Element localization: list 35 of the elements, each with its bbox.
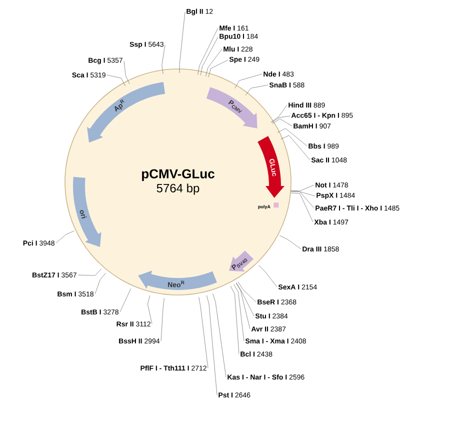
- leader-line: [206, 48, 222, 77]
- leader-line: [212, 293, 226, 378]
- leader-line: [236, 282, 254, 316]
- leader-line: [198, 28, 218, 75]
- leader-line: [236, 282, 250, 330]
- leader-line: [198, 296, 208, 368]
- leader-line: [124, 60, 130, 84]
- leader-line: [272, 118, 292, 126]
- leader-line: [279, 235, 302, 250]
- leader-line: [230, 286, 240, 354]
- leader-line: [258, 265, 278, 288]
- leader-line: [290, 191, 314, 208]
- leader-line: [270, 104, 288, 122]
- leader-line: [238, 282, 256, 302]
- leader-line: [290, 192, 314, 222]
- leader-line: [160, 298, 164, 342]
- leader-line: [234, 74, 262, 89]
- leader-line: [206, 295, 218, 396]
- leader-line: [120, 288, 131, 312]
- polya-box: [274, 202, 279, 208]
- leader-line: [290, 184, 314, 192]
- leader-line: [277, 128, 308, 146]
- leader-line: [94, 272, 106, 294]
- leader-line: [200, 36, 218, 76]
- leader-line: [106, 74, 126, 86]
- leader-line: [208, 60, 228, 78]
- leader-line: [147, 295, 152, 324]
- leader-line: [280, 135, 310, 160]
- leader-line: [271, 116, 290, 123]
- leader-line: [78, 268, 102, 276]
- leader-line: [56, 230, 74, 244]
- leader-line: [179, 12, 186, 74]
- leader-line: [234, 284, 244, 342]
- leader-line: [245, 84, 268, 96]
- leader-line: [162, 44, 166, 74]
